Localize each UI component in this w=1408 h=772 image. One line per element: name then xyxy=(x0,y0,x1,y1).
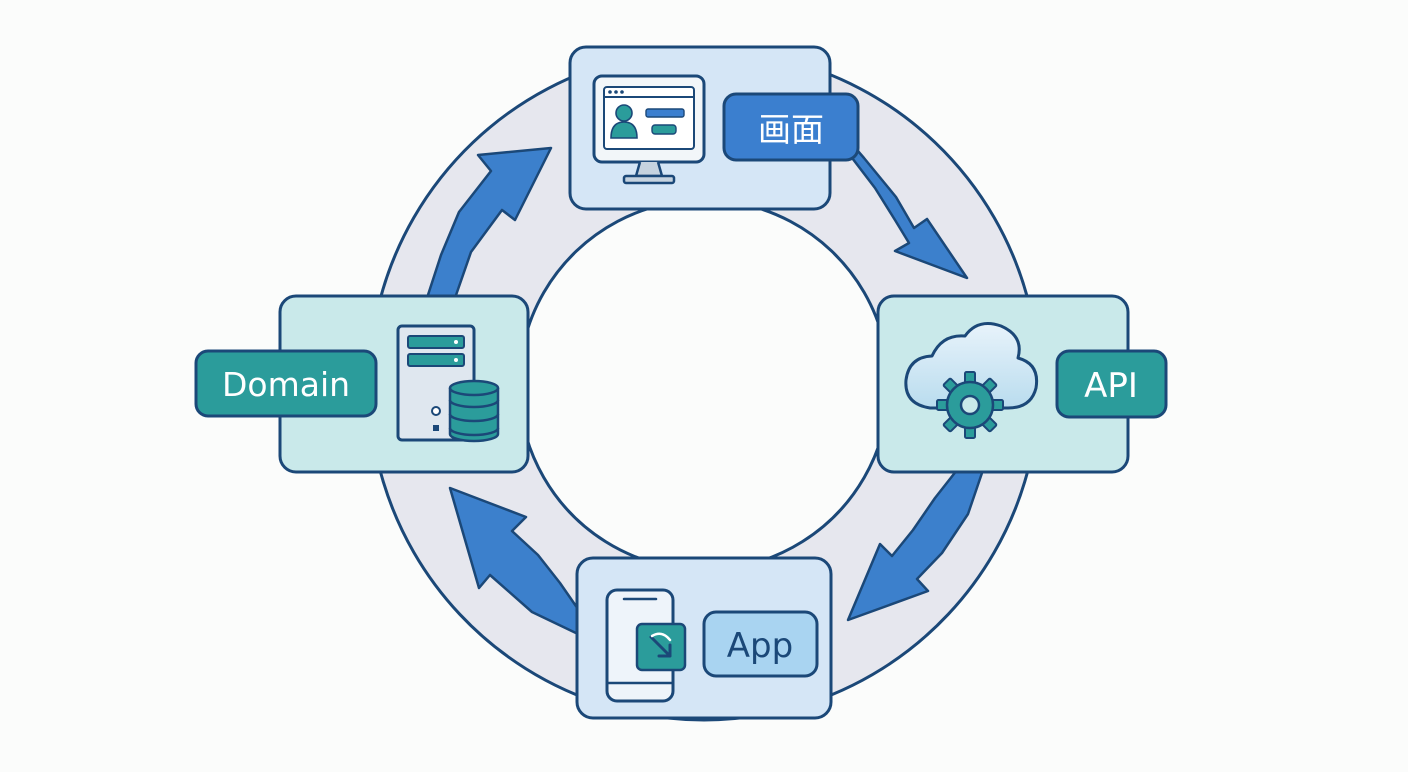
monitor-profile-icon xyxy=(592,74,706,185)
arrow-screen-to-api xyxy=(836,126,969,280)
screen-node: 画面 xyxy=(568,45,860,211)
phone-sync-icon xyxy=(605,588,687,703)
cloud-gear-icon xyxy=(904,322,1039,439)
domain-label: Domain xyxy=(222,365,350,404)
server-database-icon xyxy=(396,324,500,443)
domain-node: Domain xyxy=(194,294,530,474)
arrow-app-to-domain xyxy=(448,486,580,636)
screen-badge xyxy=(722,92,860,162)
flow-arrows xyxy=(425,126,985,636)
arrow-domain-to-screen xyxy=(425,146,553,300)
api-label: API xyxy=(1084,366,1138,406)
api-badge xyxy=(1055,349,1168,419)
arrow-api-to-app xyxy=(846,468,985,622)
api-node: API xyxy=(876,294,1168,474)
screen-label: 画面 xyxy=(758,110,824,149)
app-node: App xyxy=(575,556,833,720)
app-label: App xyxy=(727,626,793,666)
app-badge xyxy=(702,610,819,678)
domain-badge xyxy=(194,349,378,418)
